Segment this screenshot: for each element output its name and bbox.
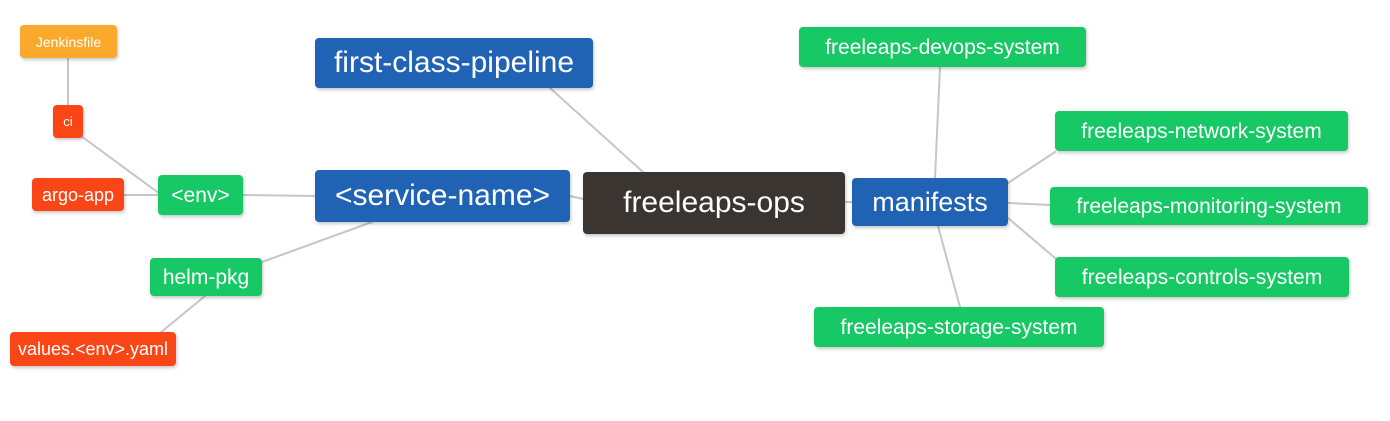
node-env[interactable]: <env> bbox=[158, 175, 243, 215]
node-root[interactable]: freeleaps-ops bbox=[583, 172, 845, 234]
node-label-monitor-sys: freeleaps-monitoring-system bbox=[1076, 194, 1342, 218]
node-manifests[interactable]: manifests bbox=[852, 178, 1008, 226]
edge-manifests-to-network-sys bbox=[1007, 151, 1056, 184]
node-devops-sys[interactable]: freeleaps-devops-system bbox=[799, 27, 1086, 67]
node-helm-pkg[interactable]: helm-pkg bbox=[150, 258, 262, 296]
node-storage-sys[interactable]: freeleaps-storage-system bbox=[814, 307, 1104, 347]
edge-manifests-to-monitor-sys bbox=[1007, 202, 1051, 206]
edge-first-class-to-root bbox=[549, 87, 644, 173]
node-ci[interactable]: ci bbox=[53, 105, 83, 138]
node-service-name[interactable]: <service-name> bbox=[315, 170, 570, 222]
node-label-helm-pkg: helm-pkg bbox=[162, 265, 250, 289]
node-label-controls-sys: freeleaps-controls-system bbox=[1081, 265, 1323, 289]
edge-values-yaml-to-helm-pkg bbox=[159, 295, 206, 334]
node-label-manifests: manifests bbox=[872, 186, 988, 217]
node-controls-sys[interactable]: freeleaps-controls-system bbox=[1055, 257, 1349, 297]
node-monitor-sys[interactable]: freeleaps-monitoring-system bbox=[1050, 187, 1368, 225]
edge-manifests-to-devops-sys bbox=[934, 66, 941, 179]
node-label-network-sys: freeleaps-network-system bbox=[1081, 119, 1322, 143]
node-label-first-class: first-class-pipeline bbox=[333, 46, 575, 79]
node-jenkinsfile[interactable]: Jenkinsfile bbox=[20, 25, 117, 58]
node-label-values-yaml: values.<env>.yaml bbox=[17, 339, 169, 359]
node-label-jenkinsfile: Jenkinsfile bbox=[35, 33, 102, 50]
node-argo-app[interactable]: argo-app bbox=[32, 178, 124, 211]
edge-env-to-service-name bbox=[242, 194, 316, 197]
node-label-storage-sys: freeleaps-storage-system bbox=[840, 315, 1078, 339]
node-label-root: freeleaps-ops bbox=[623, 186, 805, 219]
edge-service-name-to-root bbox=[569, 195, 584, 200]
edge-manifests-to-storage-sys bbox=[937, 225, 961, 308]
node-label-env: <env> bbox=[171, 183, 230, 207]
node-network-sys[interactable]: freeleaps-network-system bbox=[1055, 111, 1348, 151]
edge-manifests-to-controls-sys bbox=[1007, 217, 1056, 259]
node-first-class[interactable]: first-class-pipeline bbox=[315, 38, 593, 88]
node-label-service-name: <service-name> bbox=[334, 179, 551, 212]
node-values-yaml[interactable]: values.<env>.yaml bbox=[10, 332, 176, 366]
node-label-argo-app: argo-app bbox=[41, 184, 115, 205]
node-label-ci: ci bbox=[63, 114, 73, 129]
edge-helm-pkg-to-service-name bbox=[261, 221, 373, 263]
node-label-devops-sys: freeleaps-devops-system bbox=[825, 35, 1060, 59]
